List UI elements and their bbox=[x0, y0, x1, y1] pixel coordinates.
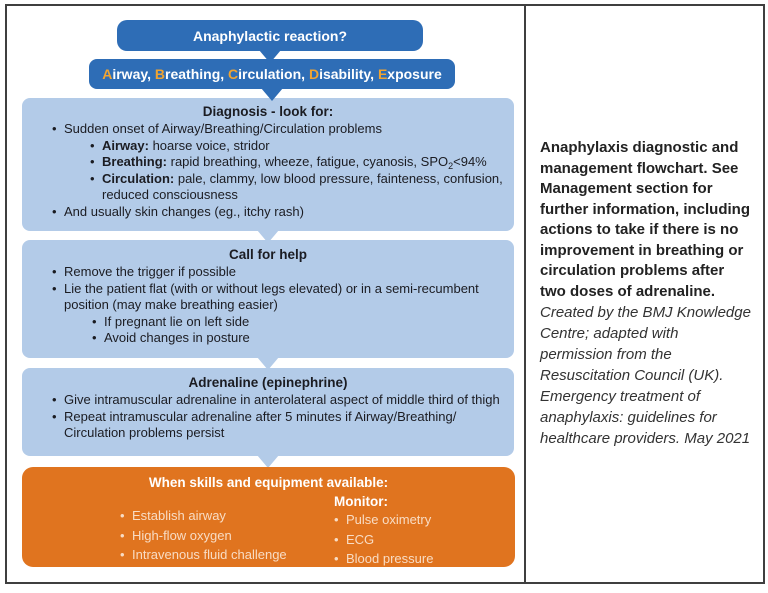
outer-frame: Anaphylactic reaction? Airway, Breathing… bbox=[5, 4, 765, 584]
monitor-title: Monitor: bbox=[334, 494, 388, 509]
list-item: Lie the patient flat (with or without le… bbox=[52, 281, 504, 314]
adrenaline-title: Adrenaline (epinephrine) bbox=[188, 375, 348, 390]
caption-italic-text: Created by the BMJ Knowledge Centre; ada… bbox=[540, 304, 751, 447]
monitor-column: Monitor: Pulse oximetry ECG Blood pressu… bbox=[334, 493, 433, 569]
list-item: Airway: hoarse voice, stridor bbox=[90, 138, 504, 155]
skills-left-column: Establish airway High-flow oxygen Intrav… bbox=[120, 493, 320, 569]
down-arrow bbox=[257, 357, 279, 370]
down-arrow bbox=[257, 230, 279, 243]
call-for-help-box: Call for help Remove the trigger if poss… bbox=[22, 240, 514, 370]
list-item: Circulation: pale, clammy, low blood pre… bbox=[90, 171, 504, 204]
abcde-label: Airway, Breathing, Circulation, Disabili… bbox=[102, 66, 442, 82]
list-item: Sudden onset of Airway/Breathing/Circula… bbox=[52, 121, 504, 138]
anaphylactic-reaction-label: Anaphylactic reaction? bbox=[192, 27, 348, 44]
list-item: High-flow oxygen bbox=[120, 526, 320, 546]
diagnosis-box: Diagnosis - look for: Sudden onset of Ai… bbox=[22, 98, 514, 243]
list-item: Blood pressure bbox=[334, 549, 433, 569]
monitor-list: Pulse oximetry ECG Blood pressure bbox=[334, 510, 433, 569]
caption-bold-text: Anaphylaxis diagnostic and management fl… bbox=[540, 139, 750, 300]
skills-equipment-box: When skills and equipment available: Est… bbox=[22, 467, 515, 569]
list-item: Repeat intramuscular adrenaline after 5 … bbox=[52, 409, 504, 442]
anaphylactic-reaction-box: Anaphylactic reaction? bbox=[117, 20, 423, 63]
list-item: Pulse oximetry bbox=[334, 510, 433, 530]
adrenaline-list: Give intramuscular adrenaline in anterol… bbox=[32, 392, 504, 442]
diagnosis-title: Diagnosis - look for: bbox=[202, 104, 334, 119]
call-for-help-title: Call for help bbox=[228, 247, 307, 262]
skills-list: Establish airway High-flow oxygen Intrav… bbox=[120, 506, 320, 565]
abcde-box: Airway, Breathing, Circulation, Disabili… bbox=[89, 59, 455, 101]
list-item: Breathing: rapid breathing, wheeze, fati… bbox=[90, 154, 504, 171]
caption-panel: Anaphylaxis diagnostic and management fl… bbox=[526, 6, 763, 582]
diagnosis-list: Sudden onset of Airway/Breathing/Circula… bbox=[32, 121, 504, 220]
list-item: If pregnant lie on left side bbox=[92, 314, 504, 331]
skills-columns: Establish airway High-flow oxygen Intrav… bbox=[32, 493, 505, 569]
list-item: Remove the trigger if possible bbox=[52, 264, 504, 281]
list-item: Intravenous fluid challenge bbox=[120, 545, 320, 565]
list-item: ECG bbox=[334, 530, 433, 550]
list-item: Give intramuscular adrenaline in anterol… bbox=[52, 392, 504, 409]
down-arrow bbox=[257, 455, 279, 468]
skills-equipment-title: When skills and equipment available: bbox=[148, 475, 389, 490]
panel-divider bbox=[524, 6, 526, 582]
list-item: Establish airway bbox=[120, 506, 320, 526]
down-arrow bbox=[261, 88, 283, 101]
adrenaline-box: Adrenaline (epinephrine) Give intramuscu… bbox=[22, 368, 514, 468]
list-item: And usually skin changes (eg., itchy ras… bbox=[52, 204, 504, 221]
call-for-help-list: Remove the trigger if possible Lie the p… bbox=[32, 264, 504, 347]
list-item: Avoid changes in posture bbox=[92, 330, 504, 347]
flowchart-panel: Anaphylactic reaction? Airway, Breathing… bbox=[7, 6, 524, 582]
